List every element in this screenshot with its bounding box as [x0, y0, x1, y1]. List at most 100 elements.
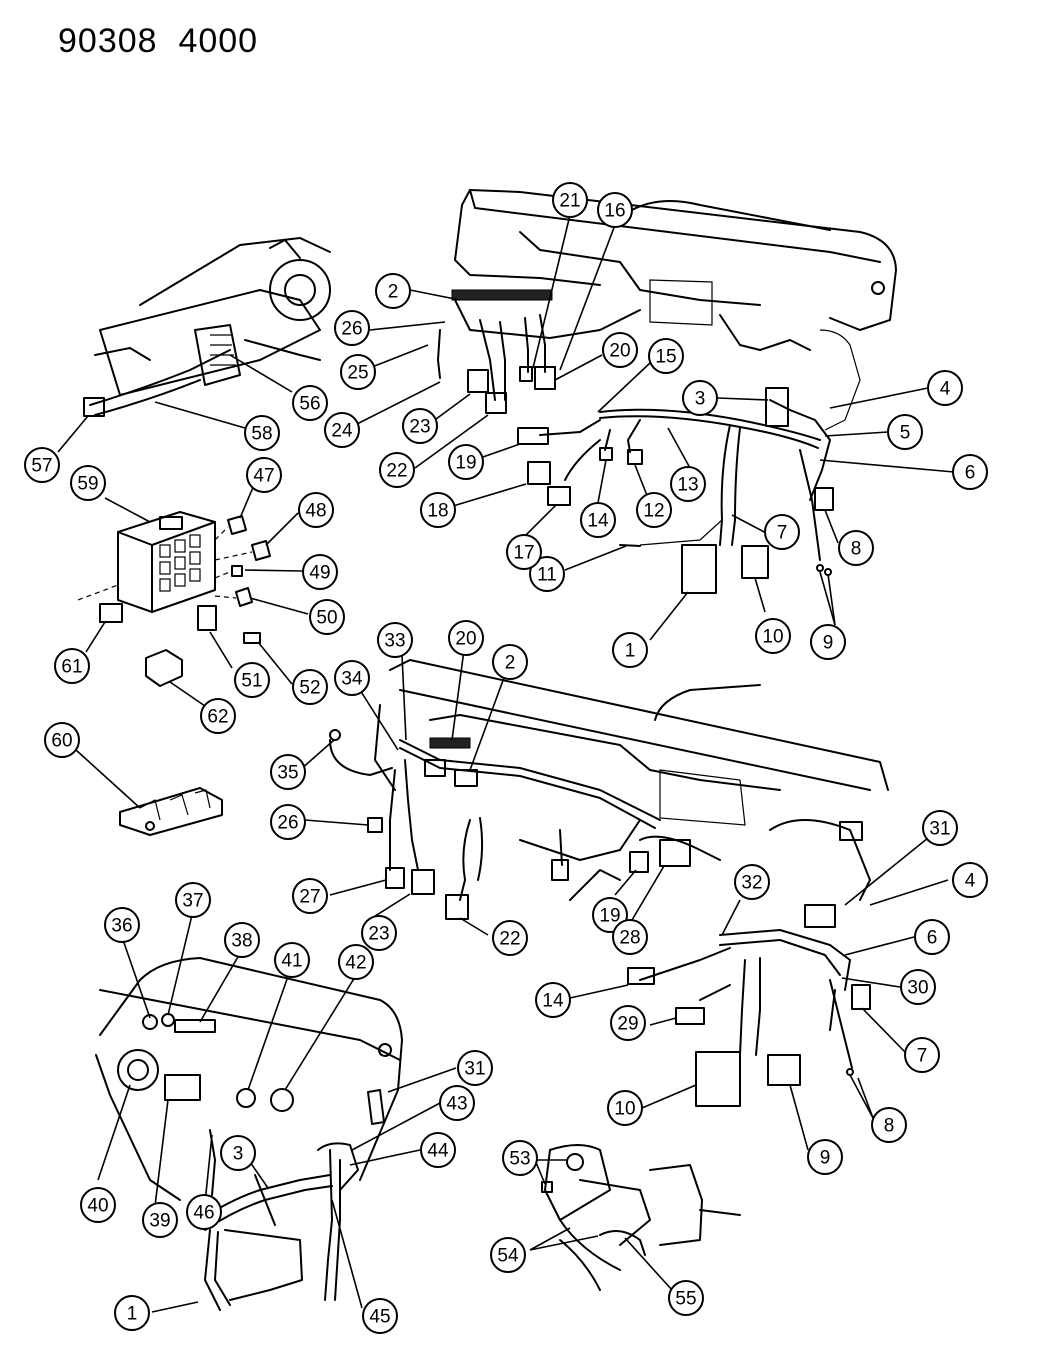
callout-circle	[448, 444, 484, 480]
callout-bottom-assembly-38: 38	[224, 922, 260, 958]
relay-center	[77, 511, 271, 687]
callout-circle	[552, 182, 588, 218]
switch-detail	[541, 1144, 741, 1291]
callout-top-assembly-17: 17	[506, 534, 542, 570]
callout-mid-assembly-30: 30	[900, 969, 936, 1005]
callout-number: 34	[341, 669, 363, 690]
callout-top-assembly-25: 25	[340, 354, 376, 390]
callout-circle	[764, 514, 800, 550]
callout-number: 3	[233, 1144, 244, 1165]
callout-bottom-assembly-43: 43	[439, 1085, 475, 1121]
callout-top-assembly-4: 4	[927, 370, 963, 406]
callout-relay-center-59: 59	[70, 465, 106, 501]
callout-circle	[734, 864, 770, 900]
callout-mid-assembly-7: 7	[904, 1037, 940, 1073]
callout-number: 45	[369, 1307, 390, 1328]
callout-number: 7	[777, 523, 788, 544]
callout-bottom-assembly-41: 41	[274, 942, 310, 978]
callout-number: 58	[251, 424, 272, 445]
callout-top-assembly-22: 22	[379, 452, 415, 488]
callout-number: 19	[455, 453, 476, 474]
callout-relay-center-48: 48	[298, 492, 334, 528]
callout-number: 8	[884, 1116, 895, 1137]
callout-circle	[927, 370, 963, 406]
callout-mid-assembly-9: 9	[807, 1139, 843, 1175]
callout-top-assembly-8: 8	[838, 530, 874, 566]
callout-number: 32	[741, 873, 762, 894]
callout-circle	[309, 599, 345, 635]
callout-number: 29	[617, 1014, 638, 1035]
callout-number: 33	[384, 631, 405, 652]
callout-number: 52	[299, 678, 320, 699]
callout-number: 16	[604, 201, 625, 222]
callout-number: 48	[305, 501, 326, 522]
callout-circle	[607, 1090, 643, 1126]
callout-top-assembly-15: 15	[648, 338, 684, 374]
callout-mid-assembly-10: 10	[607, 1090, 643, 1126]
callout-circle	[402, 408, 438, 444]
callout-number: 55	[675, 1289, 696, 1310]
callout-relay-center-60: 60	[44, 722, 80, 758]
callout-mid-assembly-29: 29	[610, 1005, 646, 1041]
callout-number: 35	[277, 763, 298, 784]
callout-circle	[887, 414, 923, 450]
callout-top-assembly-7: 7	[764, 514, 800, 550]
callout-circle	[597, 192, 633, 228]
callout-number: 41	[281, 951, 302, 972]
callout-number: 10	[614, 1099, 635, 1120]
callout-circle	[682, 380, 718, 416]
module-60	[119, 787, 223, 836]
callout-circle	[270, 804, 306, 840]
callout-circle	[755, 618, 791, 654]
callout-circle	[506, 534, 542, 570]
drawing-code-right: 4000	[178, 22, 259, 60]
callout-circle	[952, 862, 988, 898]
callout-number: 46	[193, 1203, 214, 1224]
callout-number: 21	[559, 191, 580, 212]
callout-circle	[420, 492, 456, 528]
callout-circle	[612, 632, 648, 668]
callout-circle	[636, 492, 672, 528]
callout-number: 61	[61, 657, 82, 678]
callout-circle	[200, 698, 236, 734]
callout-mid-assembly-22: 22	[492, 920, 528, 956]
callout-number: 25	[347, 363, 368, 384]
callout-number: 6	[965, 463, 976, 484]
callout-number: 8	[851, 539, 862, 560]
callout-circle	[292, 669, 328, 705]
callout-top-assembly-11: 11	[529, 556, 565, 592]
drawing-number: 90308 4000	[58, 22, 258, 61]
callout-circle	[492, 644, 528, 680]
callout-circle	[274, 942, 310, 978]
callout-number: 22	[499, 929, 520, 950]
top-connectors	[451, 289, 834, 594]
callout-number: 59	[77, 474, 98, 495]
callout-circle	[648, 338, 684, 374]
callout-mid-assembly-33: 33	[377, 622, 413, 658]
callout-circle	[420, 1132, 456, 1168]
callout-number: 23	[368, 924, 389, 945]
callout-circle	[298, 492, 334, 528]
callout-number: 53	[509, 1149, 530, 1170]
callout-circle	[807, 1139, 843, 1175]
callout-number: 3	[695, 389, 706, 410]
callout-relay-center-62: 62	[200, 698, 236, 734]
callout-circle	[54, 648, 90, 684]
callout-circle	[270, 754, 306, 790]
callout-bottom-assembly-44: 44	[420, 1132, 456, 1168]
callout-circle	[379, 452, 415, 488]
callout-number: 2	[388, 282, 399, 303]
callout-mid-assembly-28: 28	[612, 919, 648, 955]
callout-number: 44	[427, 1141, 449, 1162]
callout-number: 15	[655, 347, 676, 368]
callout-circle	[142, 1202, 178, 1238]
callout-number: 56	[299, 394, 320, 415]
callout-circle	[580, 502, 616, 538]
callout-mid-assembly-23: 23	[361, 915, 397, 951]
callout-number: 36	[111, 916, 132, 937]
callout-circle	[362, 1298, 398, 1334]
callout-circle	[457, 1050, 493, 1086]
callout-circle	[246, 457, 282, 493]
callout-bottom-assembly-31: 31	[457, 1050, 493, 1086]
